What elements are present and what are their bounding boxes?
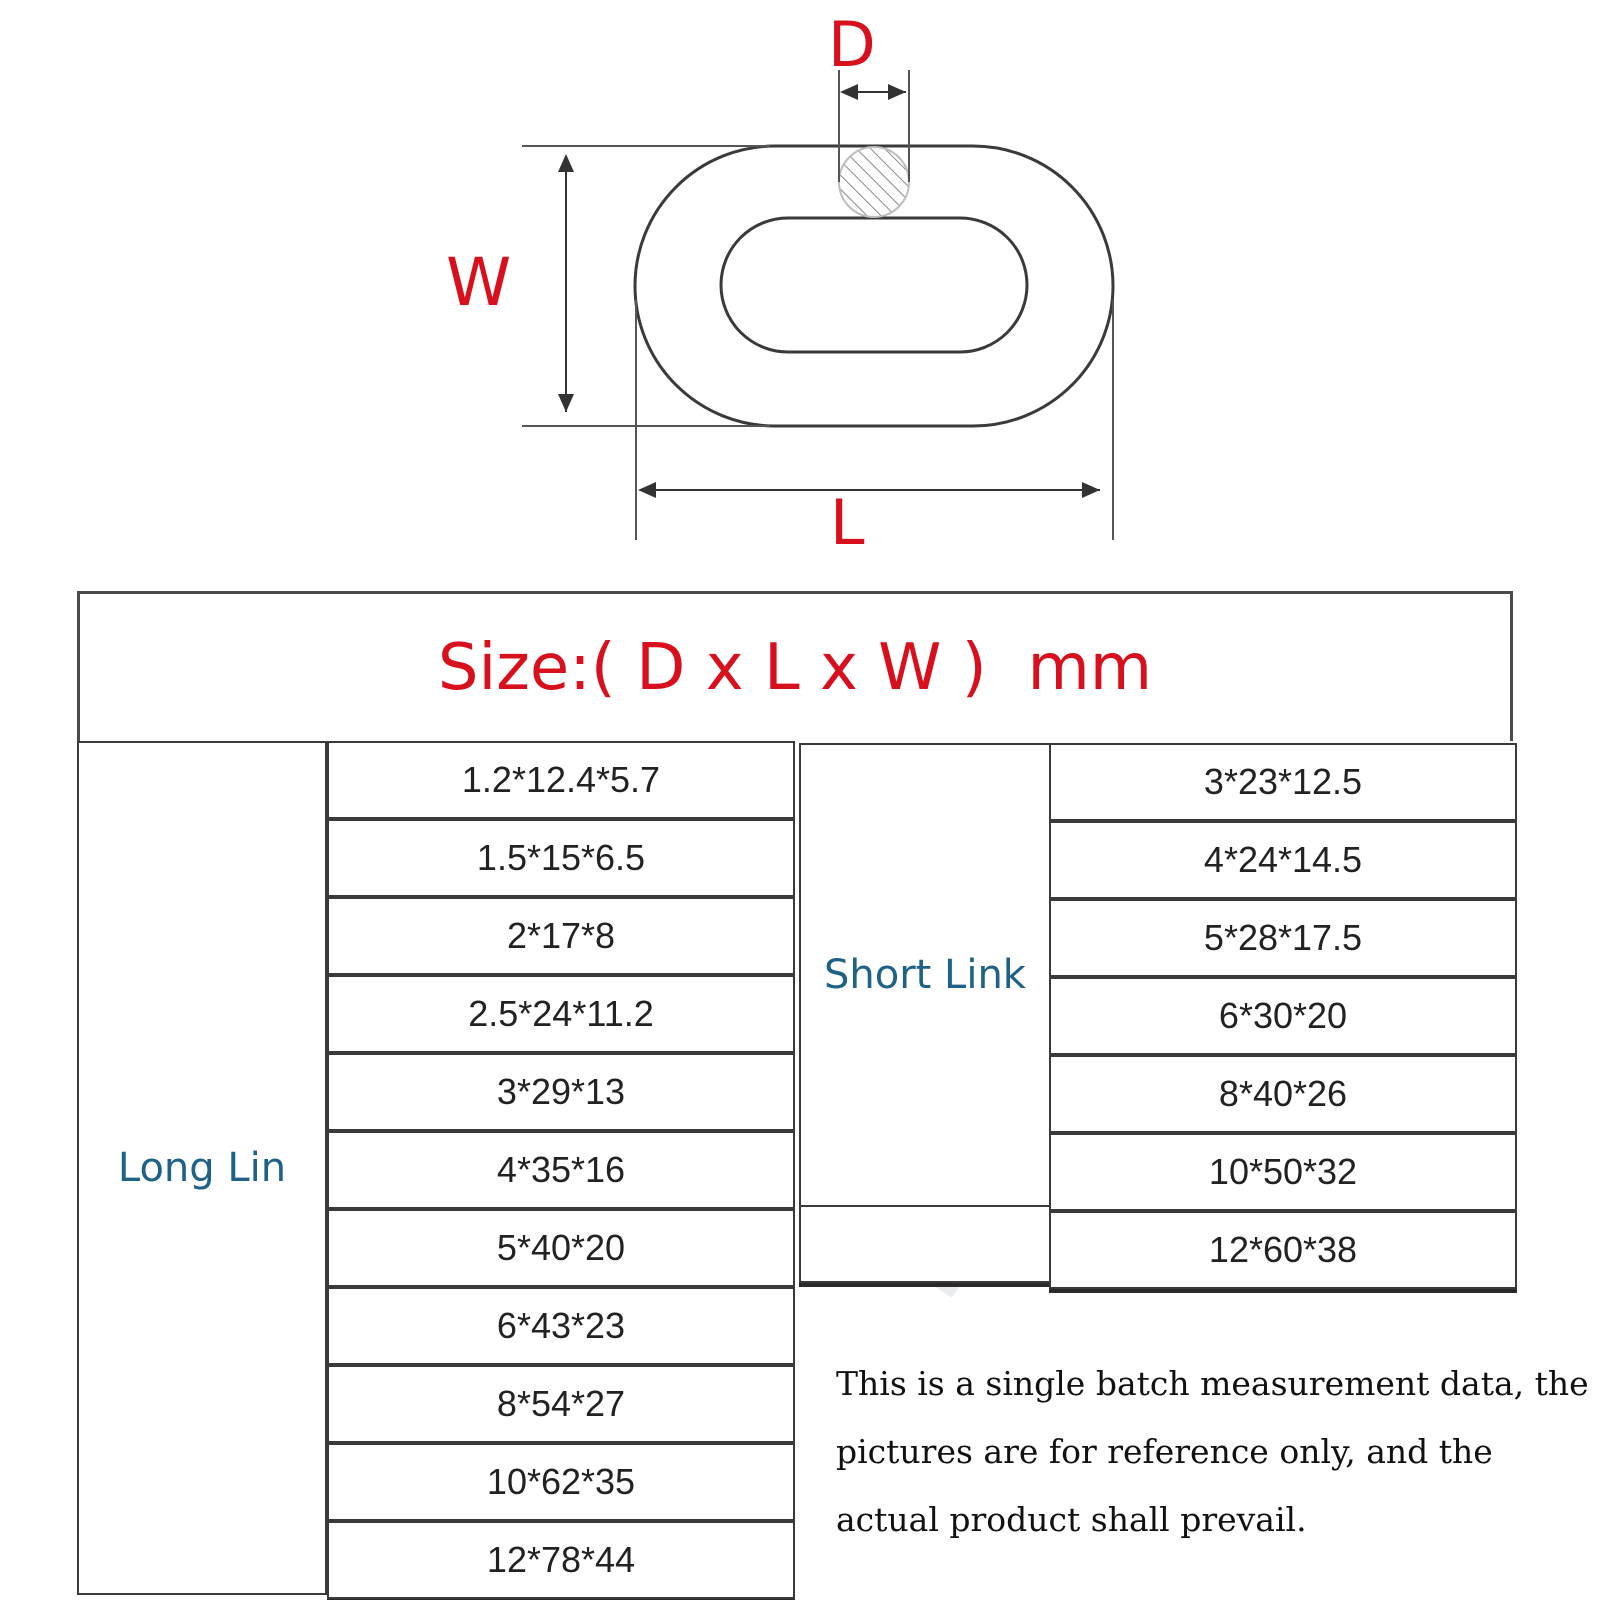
- disclaimer-text: This is a single batch measurement data,…: [836, 1364, 1589, 1539]
- dimension-label-d: D: [828, 8, 876, 81]
- long-link-label-cell: Long Lin: [77, 741, 327, 1595]
- size-cell: 8*40*26: [1049, 1055, 1517, 1133]
- size-cell: 8*54*27: [327, 1365, 795, 1443]
- size-cell: 4*35*16: [327, 1131, 795, 1209]
- size-cell: 2*17*8: [327, 897, 795, 975]
- dimension-arrow-icon: [558, 84, 1100, 498]
- dimension-label-w: W: [446, 244, 512, 321]
- size-cell: 1.5*15*6.5: [327, 819, 795, 897]
- size-cell: 10*50*32: [1049, 1133, 1517, 1211]
- size-cell: 5*40*20: [327, 1209, 795, 1287]
- size-cell: 6*30*20: [1049, 977, 1517, 1055]
- size-cell: 3*29*13: [327, 1053, 795, 1131]
- size-header: Size:( D x L x W ) mm: [437, 631, 1153, 705]
- size-cell: 5*28*17.5: [1049, 899, 1517, 977]
- long-link-label: Long Lin: [117, 1145, 287, 1191]
- size-cell: 10*62*35: [327, 1443, 795, 1521]
- size-cell: 2.5*24*11.2: [327, 975, 795, 1053]
- dimension-label-l: L: [830, 486, 865, 559]
- size-cell: 6*43*23: [327, 1287, 795, 1365]
- short-link-label-cell: Short Link: [799, 743, 1051, 1207]
- size-cell: 12*60*38: [1049, 1211, 1517, 1289]
- size-cell: 3*23*12.5: [1049, 743, 1517, 821]
- size-cell: 4*24*14.5: [1049, 821, 1517, 899]
- chain-link-icon: [633, 144, 1115, 428]
- size-header-box: Size:( D x L x W ) mm: [77, 591, 1513, 741]
- cross-section-hatched-icon: [838, 146, 910, 218]
- short-link-label: Short Link: [824, 952, 1026, 998]
- chain-link-diagram: [522, 70, 1115, 540]
- short-link-label-cell-empty: [799, 1205, 1051, 1283]
- size-cell: 12*78*44: [327, 1521, 795, 1599]
- size-cell: 1.2*12.4*5.7: [327, 741, 795, 819]
